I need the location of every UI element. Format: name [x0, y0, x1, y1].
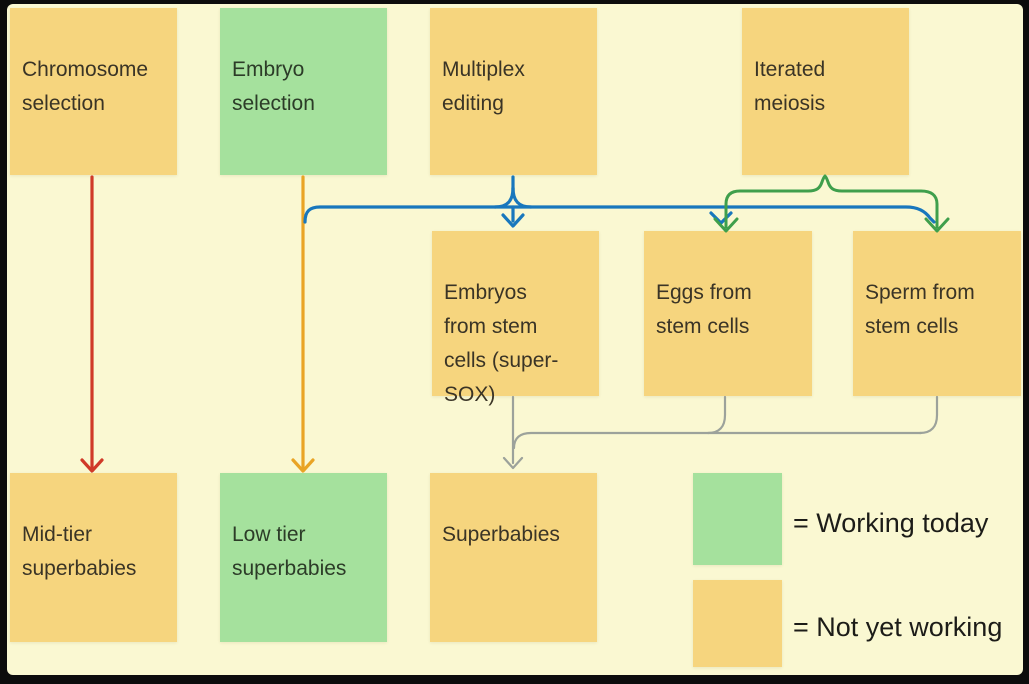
note-label: Superbabies [442, 523, 560, 546]
note-label: Low tier superbabies [232, 523, 347, 580]
note-label: Eggs from stem cells [656, 281, 752, 338]
note-label: Sperm from stem cells [865, 281, 975, 338]
note-label: Embryos from stem cells (super- SOX) [444, 281, 559, 406]
legend-label-working-today: = Working today [793, 508, 989, 538]
note-chromosome-selection: Chromosome selection [10, 8, 177, 175]
note-label: Multiplex editing [442, 58, 525, 115]
note-label: Mid-tier superbabies [22, 523, 137, 580]
legend-swatch-working-today [693, 473, 782, 565]
note-low-tier-superbabies: Low tier superbabies [220, 473, 387, 642]
legend-swatch-not-yet-working [693, 580, 782, 667]
note-eggs-from-stem-cells: Eggs from stem cells [644, 231, 812, 396]
note-label: Embryo selection [232, 58, 315, 115]
note-embryo-selection: Embryo selection [220, 8, 387, 175]
note-label: Chromosome selection [22, 58, 149, 115]
note-embryos-from-stem-cells: Embryos from stem cells (super- SOX) [432, 231, 599, 406]
note-mid-tier-superbabies: Mid-tier superbabies [10, 473, 177, 642]
note-iterated-meiosis: Iterated meiosis [742, 8, 909, 175]
note-superbabies: Superbabies [430, 473, 597, 642]
note-sperm-from-stem-cells: Sperm from stem cells [853, 231, 1021, 396]
note-label: Iterated meiosis [754, 58, 826, 115]
note-multiplex-editing: Multiplex editing [430, 8, 597, 175]
legend-label-not-yet-working: = Not yet working [793, 612, 1003, 642]
